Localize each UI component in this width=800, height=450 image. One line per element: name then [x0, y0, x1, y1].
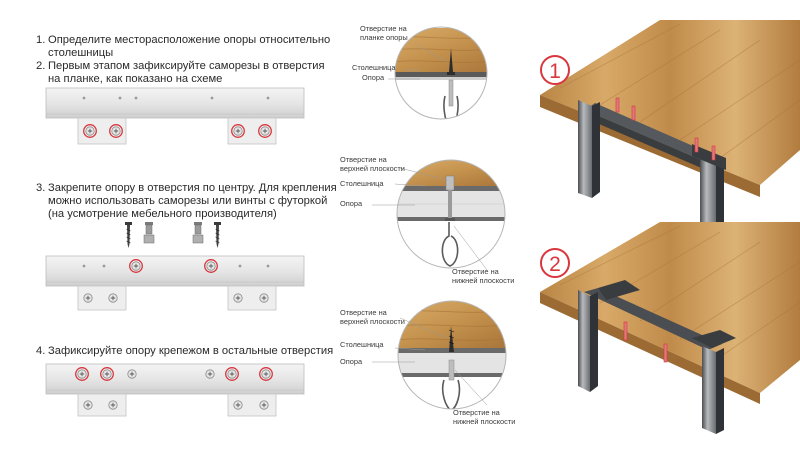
bracket-bar [45, 87, 305, 119]
screw-highlighted [100, 367, 114, 381]
step-4-text-line-1: Зафиксируйте опору крепежом в остальные … [48, 345, 334, 357]
detail-2-upper-hole-label: Отверстие на верхней плоскости [340, 155, 405, 173]
step-3-text-line-3: (на усмотрение мебельного производителя) [48, 208, 277, 221]
detail-1-tabletop-label: Столешница [352, 63, 396, 72]
screw-highlighted [231, 124, 245, 138]
detail-3-support-label: Опора [340, 357, 363, 366]
bracket-diagram-step-2 [45, 87, 305, 145]
screw-highlighted [129, 259, 143, 273]
step-2-text-line-2: на планке, как показано на схеме [48, 73, 223, 86]
step-badge-2-label: 2 [549, 253, 561, 276]
screw-highlighted [258, 124, 272, 138]
screw-inserted [623, 321, 668, 363]
bracket-diagram-step-4 [45, 363, 305, 417]
detail-3-upper-hole-label: Отверстие на верхней плоскости [340, 308, 405, 326]
screw-highlighted [83, 124, 97, 138]
step-1-number: 1. [36, 34, 46, 46]
detail-circle-2 [372, 159, 506, 271]
table-leg-illustration-1: 1 [540, 20, 800, 245]
wood-screw-icon [214, 222, 221, 248]
screw-inserted [615, 97, 716, 161]
step-badge-1-label: 1 [549, 60, 561, 83]
screw-highlighted [109, 124, 123, 138]
step-badge-2: 2 [540, 248, 570, 278]
detail-1-support-label: Опора [362, 73, 385, 82]
step-3: 3.Закрепите опору в отверстия по центру.… [36, 182, 337, 222]
table-leg-illustration-2: 2 [540, 222, 800, 434]
detail-2-tabletop-label: Столешница [340, 179, 384, 188]
wood-screw-icon [125, 222, 132, 248]
detail-2-lower-hole-label: Отверстие на нижней плоскости [452, 267, 515, 285]
detail-2-support-label: Опора [340, 199, 363, 208]
step-1-text-line-1: Определите месторасположение опоры относ… [48, 34, 331, 46]
screw-highlighted [204, 259, 218, 273]
screw-highlighted [225, 367, 239, 381]
bracket-diagram-step-3 [45, 255, 305, 311]
detail-3-tabletop-label: Столешница [340, 340, 384, 349]
fasteners-illustration [125, 222, 221, 248]
step-2-text-line-1: Первым этапом зафиксируйте саморезы в от… [48, 60, 325, 72]
step-badge-1: 1 [540, 55, 570, 85]
step-1: 1.Определите месторасположение опоры отн… [36, 34, 330, 60]
step-1-text-line-2: столешницы [48, 47, 114, 60]
step-4-number: 4. [36, 345, 46, 357]
screw-highlighted [75, 367, 89, 381]
step-3-number: 3. [36, 182, 46, 194]
detail-3-lower-hole-label: Отверстие на нижней плоскости [453, 408, 516, 426]
furniture-nut-icon [143, 222, 155, 244]
step-2: 2.Первым этапом зафиксируйте саморезы в … [36, 60, 325, 86]
step-4: 4.Зафиксируйте опору крепежом в остальны… [36, 345, 333, 358]
screw-highlighted [259, 367, 273, 381]
detail-1-hole-label: Отверстие на планке опоры [360, 24, 408, 42]
step-3-text-line-2: можно использовать саморезы или винты с … [48, 195, 328, 208]
furniture-nut-icon [192, 222, 204, 244]
step-2-number: 2. [36, 60, 46, 72]
step-3-text-line-1: Закрепите опору в отверстия по центру. Д… [48, 182, 337, 194]
